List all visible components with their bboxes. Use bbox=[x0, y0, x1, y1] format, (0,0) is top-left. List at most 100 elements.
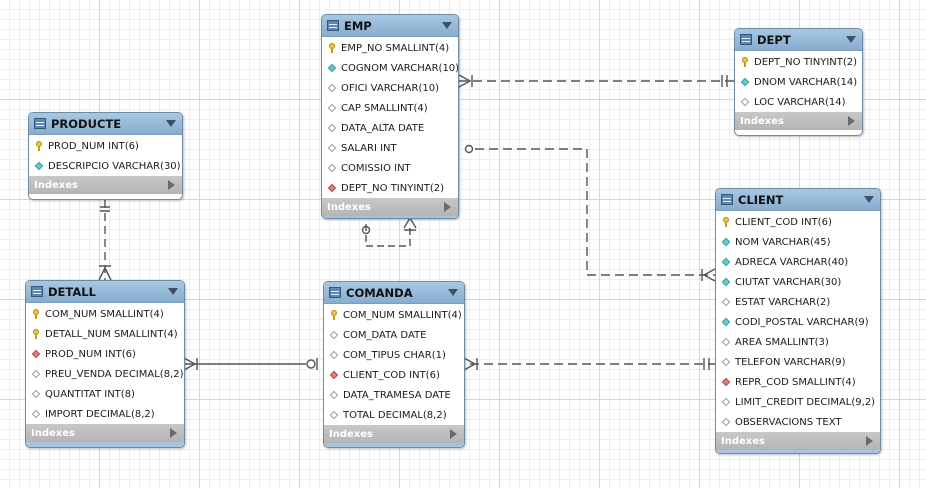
optional-mark-comanda-side bbox=[306, 359, 316, 369]
column-label: DATA_TRAMESA DATE bbox=[343, 389, 451, 401]
table-title: DETALL bbox=[48, 284, 96, 299]
column-row[interactable]: PREU_VENDA DECIMAL(8,2) bbox=[26, 364, 184, 384]
column-row[interactable]: COGNOM VARCHAR(10) bbox=[322, 58, 458, 78]
column-label: PROD_NUM INT(6) bbox=[45, 348, 136, 360]
column-row[interactable]: DATA_TRAMESA DATE bbox=[324, 385, 464, 405]
column-row[interactable]: TELEFON VARCHAR(9) bbox=[716, 352, 880, 372]
collapse-caret-icon[interactable] bbox=[448, 289, 458, 296]
one-mark-dept-end bbox=[721, 75, 728, 87]
column-label: COM_NUM SMALLINT(4) bbox=[343, 309, 462, 321]
indexes-label: Indexes bbox=[329, 428, 373, 440]
crowfoot-comanda-side bbox=[463, 357, 478, 371]
column-row[interactable]: DEPT_NO TINYINT(2) bbox=[735, 52, 862, 72]
table-header[interactable]: EMP bbox=[322, 15, 458, 37]
column-row[interactable]: CLIENT_COD INT(6) bbox=[324, 365, 464, 385]
table-comanda[interactable]: COMANDA COM_NUM SMALLINT(4) COM_DATA DATE… bbox=[323, 281, 465, 448]
column-label: TELEFON VARCHAR(9) bbox=[735, 356, 846, 368]
table-producte[interactable]: PRODUCTE PROD_NUM INT(6) DESCRIPCIO VARCH… bbox=[28, 112, 183, 200]
column-row[interactable]: ADRECA VARCHAR(40) bbox=[716, 252, 880, 272]
primary-key-icon bbox=[31, 329, 41, 339]
column-row[interactable]: EMP_NO SMALLINT(4) bbox=[322, 38, 458, 58]
column-row[interactable]: LIMIT_CREDIT DECIMAL(9,2) bbox=[716, 392, 880, 412]
nullable-diamond-icon bbox=[31, 389, 41, 399]
table-dept[interactable]: DEPT DEPT_NO TINYINT(2)DNOM VARCHAR(14)L… bbox=[734, 28, 863, 136]
column-label: OBSERVACIONS TEXT bbox=[735, 416, 842, 428]
primary-key-icon bbox=[329, 310, 339, 320]
column-row[interactable]: DEPT_NO TINYINT(2) bbox=[322, 178, 458, 198]
table-header[interactable]: CLIENT bbox=[716, 189, 880, 211]
column-row[interactable]: ESTAT VARCHAR(2) bbox=[716, 292, 880, 312]
table-detall[interactable]: DETALL COM_NUM SMALLINT(4)DETALL_NUM SMA… bbox=[25, 280, 185, 448]
column-row[interactable]: DESCRIPCIO VARCHAR(30) bbox=[29, 156, 182, 176]
expand-arrow-icon[interactable] bbox=[848, 116, 855, 126]
expand-arrow-icon[interactable] bbox=[168, 180, 175, 190]
column-row[interactable]: IMPORT DECIMAL(8,2) bbox=[26, 404, 184, 424]
collapse-caret-icon[interactable] bbox=[864, 196, 874, 203]
column-row[interactable]: AREA SMALLINT(3) bbox=[716, 332, 880, 352]
table-header[interactable]: PRODUCTE bbox=[29, 113, 182, 135]
column-row[interactable]: TOTAL DECIMAL(8,2) bbox=[324, 405, 464, 425]
column-row[interactable]: DATA_ALTA DATE bbox=[322, 118, 458, 138]
column-list: PROD_NUM INT(6) DESCRIPCIO VARCHAR(30) bbox=[29, 135, 182, 176]
column-row[interactable]: DETALL_NUM SMALLINT(4) bbox=[26, 324, 184, 344]
indexes-footer[interactable]: Indexes bbox=[322, 198, 458, 216]
indexes-footer[interactable]: Indexes bbox=[735, 112, 862, 130]
foreign-key-diamond-icon bbox=[721, 377, 731, 387]
indexes-footer[interactable]: Indexes bbox=[716, 432, 880, 450]
column-row[interactable]: COM_DATA DATE bbox=[324, 325, 464, 345]
column-label: SALARI INT bbox=[341, 142, 397, 154]
column-row[interactable]: NOM VARCHAR(45) bbox=[716, 232, 880, 252]
column-row[interactable]: QUANTITAT INT(8) bbox=[26, 384, 184, 404]
relationship-emp-self[interactable] bbox=[365, 224, 411, 247]
column-row[interactable]: COM_NUM SMALLINT(4) bbox=[26, 304, 184, 324]
column-label: DESCRIPCIO VARCHAR(30) bbox=[48, 160, 181, 172]
collapse-caret-icon[interactable] bbox=[168, 288, 178, 295]
column-row[interactable]: CLIENT_COD INT(6) bbox=[716, 212, 880, 232]
column-label: ESTAT VARCHAR(2) bbox=[735, 296, 831, 308]
column-list: EMP_NO SMALLINT(4)COGNOM VARCHAR(10)OFIC… bbox=[322, 37, 458, 198]
column-row[interactable]: PROD_NUM INT(6) bbox=[29, 136, 182, 156]
expand-arrow-icon[interactable] bbox=[866, 436, 873, 446]
column-row[interactable]: PROD_NUM INT(6) bbox=[26, 344, 184, 364]
column-label: CLIENT_COD INT(6) bbox=[343, 369, 440, 381]
table-emp[interactable]: EMP EMP_NO SMALLINT(4)COGNOM VARCHAR(10)… bbox=[321, 14, 459, 219]
collapse-caret-icon[interactable] bbox=[442, 22, 452, 29]
nullable-diamond-icon bbox=[327, 163, 337, 173]
column-row[interactable]: OBSERVACIONS TEXT bbox=[716, 412, 880, 432]
column-label: AREA SMALLINT(3) bbox=[735, 336, 829, 348]
column-label: COM_DATA DATE bbox=[343, 329, 427, 341]
collapse-caret-icon[interactable] bbox=[846, 36, 856, 43]
indexes-footer[interactable]: Indexes bbox=[324, 425, 464, 443]
table-header[interactable]: DEPT bbox=[735, 29, 862, 51]
table-header[interactable]: DETALL bbox=[26, 281, 184, 303]
table-bottom-bar bbox=[322, 216, 458, 218]
column-row[interactable]: COM_TIPUS CHAR(1) bbox=[324, 345, 464, 365]
nullable-diamond-icon bbox=[329, 410, 339, 420]
collapse-caret-icon[interactable] bbox=[166, 120, 176, 127]
column-row[interactable]: CAP SMALLINT(4) bbox=[322, 98, 458, 118]
relationship-emp-client[interactable] bbox=[475, 148, 715, 276]
expand-arrow-icon[interactable] bbox=[170, 428, 177, 438]
column-row[interactable]: LOC VARCHAR(14) bbox=[735, 92, 862, 112]
column-row[interactable]: SALARI INT bbox=[322, 138, 458, 158]
column-row[interactable]: OFICI VARCHAR(10) bbox=[322, 78, 458, 98]
expand-arrow-icon[interactable] bbox=[450, 429, 457, 439]
column-row[interactable]: COM_NUM SMALLINT(4) bbox=[324, 305, 464, 325]
column-row[interactable]: REPR_COD SMALLINT(4) bbox=[716, 372, 880, 392]
table-header[interactable]: COMANDA bbox=[324, 282, 464, 304]
column-row[interactable]: COMISSIO INT bbox=[322, 158, 458, 178]
crowfoot-client-end bbox=[701, 268, 716, 282]
indexes-label: Indexes bbox=[327, 201, 371, 213]
table-client[interactable]: CLIENT CLIENT_COD INT(6)NOM VARCHAR(45)A… bbox=[715, 188, 881, 454]
nullable-diamond-icon bbox=[327, 143, 337, 153]
column-row[interactable]: CODI_POSTAL VARCHAR(9) bbox=[716, 312, 880, 332]
column-label: CLIENT_COD INT(6) bbox=[735, 216, 832, 228]
table-title: COMANDA bbox=[346, 285, 413, 300]
indexes-footer[interactable]: Indexes bbox=[29, 176, 182, 194]
column-row[interactable]: DNOM VARCHAR(14) bbox=[735, 72, 862, 92]
expand-arrow-icon[interactable] bbox=[444, 202, 451, 212]
indexes-footer[interactable]: Indexes bbox=[26, 424, 184, 442]
column-row[interactable]: CIUTAT VARCHAR(30) bbox=[716, 272, 880, 292]
column-list: COM_NUM SMALLINT(4) COM_DATA DATE COM_TIPU… bbox=[324, 304, 464, 425]
